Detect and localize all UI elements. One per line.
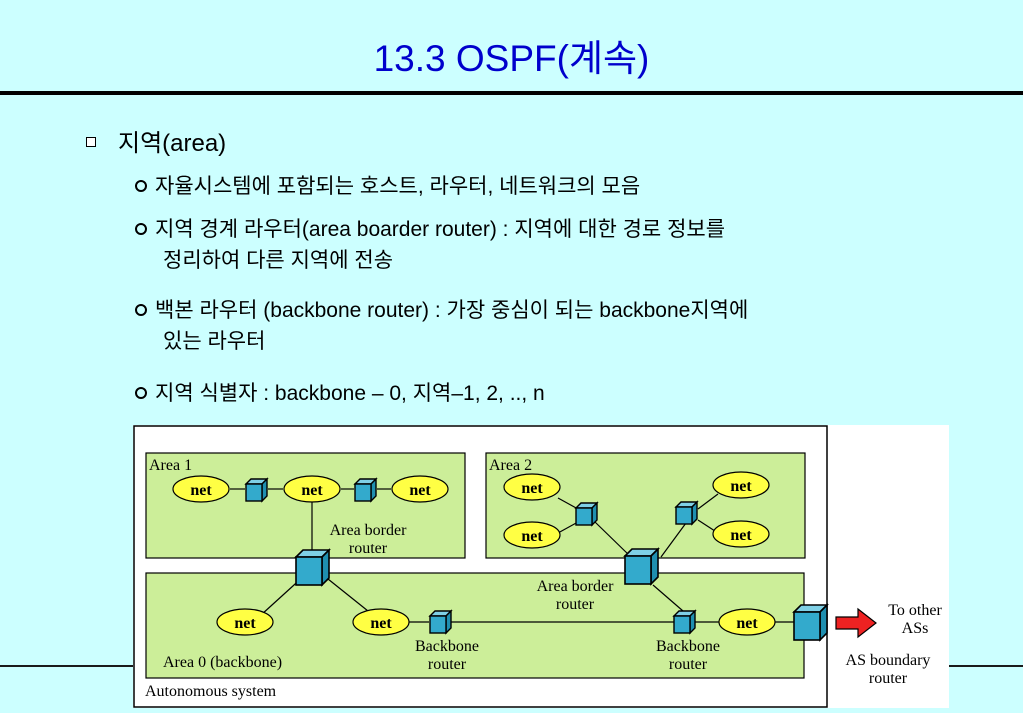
net-label: net [234, 615, 256, 632]
bullet-4-text: 지역 식별자 : backbone – 0, 지역–1, 2, .., n [155, 382, 545, 405]
net-label: net [521, 480, 543, 497]
abr-right-label-line1: Area border [537, 578, 615, 595]
net-ellipse: net [391, 475, 449, 503]
bullet-2-cont: 정리하여 다른 지역에 전송 [163, 249, 394, 272]
net-label: net [736, 615, 758, 632]
backbone-right-label-line1: Backbone [656, 638, 720, 655]
net-ellipse: net [216, 608, 274, 636]
net-label: net [730, 527, 752, 544]
net-ellipse: net [283, 475, 341, 503]
router-icon [675, 501, 698, 525]
net-label: net [409, 482, 431, 499]
net-label: net [521, 528, 543, 545]
bullet-1-text: 자율시스템에 포함되는 호스트, 라우터, 네트워크의 모음 [155, 175, 641, 198]
bullet-3-cont: 있는 라우터 [163, 330, 266, 353]
net-label: net [370, 615, 392, 632]
net-ellipse: net [712, 520, 770, 548]
abr-right-label-line2: router [556, 596, 595, 613]
abr-left-label-line1: Area border [330, 522, 408, 539]
circle-bullet-icon [135, 387, 147, 399]
asbr-label-line1: AS boundary [846, 652, 931, 669]
heading-text: 지역(area) [118, 130, 227, 157]
backbone-left-label-line1: Backbone [415, 638, 479, 655]
bullet-3: 백본 라우터 (backbone router) : 가장 중심이 되는 bac… [135, 295, 748, 357]
abr-left-label-line2: router [349, 540, 388, 557]
ospf-area-diagram: net net net net net net net net net net [133, 425, 949, 708]
net-label: net [301, 482, 323, 499]
bullet-2-text: 지역 경계 라우터(area boarder router) : 지역에 대한 … [155, 218, 726, 241]
heading-area: 지역(area) [86, 123, 226, 158]
circle-bullet-icon [135, 304, 147, 316]
net-ellipse: net [503, 473, 561, 501]
area-border-router-icon [295, 549, 330, 586]
net-ellipse: net [503, 521, 561, 549]
other-as-label-line2: ASs [902, 620, 929, 637]
autonomous-system-label: Autonomous system [145, 683, 277, 700]
router-icon [575, 502, 598, 526]
net-ellipse: net [712, 471, 770, 499]
bullet-3-text: 백본 라우터 (backbone router) : 가장 중심이 되는 bac… [155, 299, 749, 322]
area-0-label: Area 0 (backbone) [163, 654, 282, 671]
as-boundary-router-icon [793, 604, 828, 641]
circle-bullet-icon [135, 223, 147, 235]
backbone-router-icon [673, 610, 696, 634]
backbone-router-icon [429, 610, 452, 634]
router-icon [245, 478, 268, 502]
backbone-right-label-line2: router [669, 656, 708, 673]
square-bullet-icon [86, 136, 96, 147]
net-ellipse: net [352, 608, 410, 636]
circle-bullet-icon [135, 180, 147, 192]
title-divider [0, 91, 1023, 95]
bullet-2: 지역 경계 라우터(area boarder router) : 지역에 대한 … [135, 214, 725, 276]
slide-title: 13.3 OSPF(계속) [373, 38, 650, 79]
net-label: net [190, 482, 212, 499]
area-border-router-icon [624, 548, 659, 585]
bullet-1: 자율시스템에 포함되는 호스트, 라우터, 네트워크의 모음 [135, 171, 640, 202]
net-ellipse: net [172, 475, 230, 503]
asbr-label-line2: router [869, 670, 908, 687]
bullet-4: 지역 식별자 : backbone – 0, 지역–1, 2, .., n [135, 378, 545, 409]
other-as-label-line1: To other [888, 602, 942, 619]
arrow-right-icon [835, 607, 877, 639]
net-label: net [730, 478, 752, 495]
area-1-box [145, 452, 466, 559]
area-2-label: Area 2 [489, 457, 532, 474]
area-1-label: Area 1 [149, 457, 192, 474]
router-icon [354, 478, 377, 502]
backbone-left-label-line2: router [428, 656, 467, 673]
net-ellipse: net [718, 608, 776, 636]
